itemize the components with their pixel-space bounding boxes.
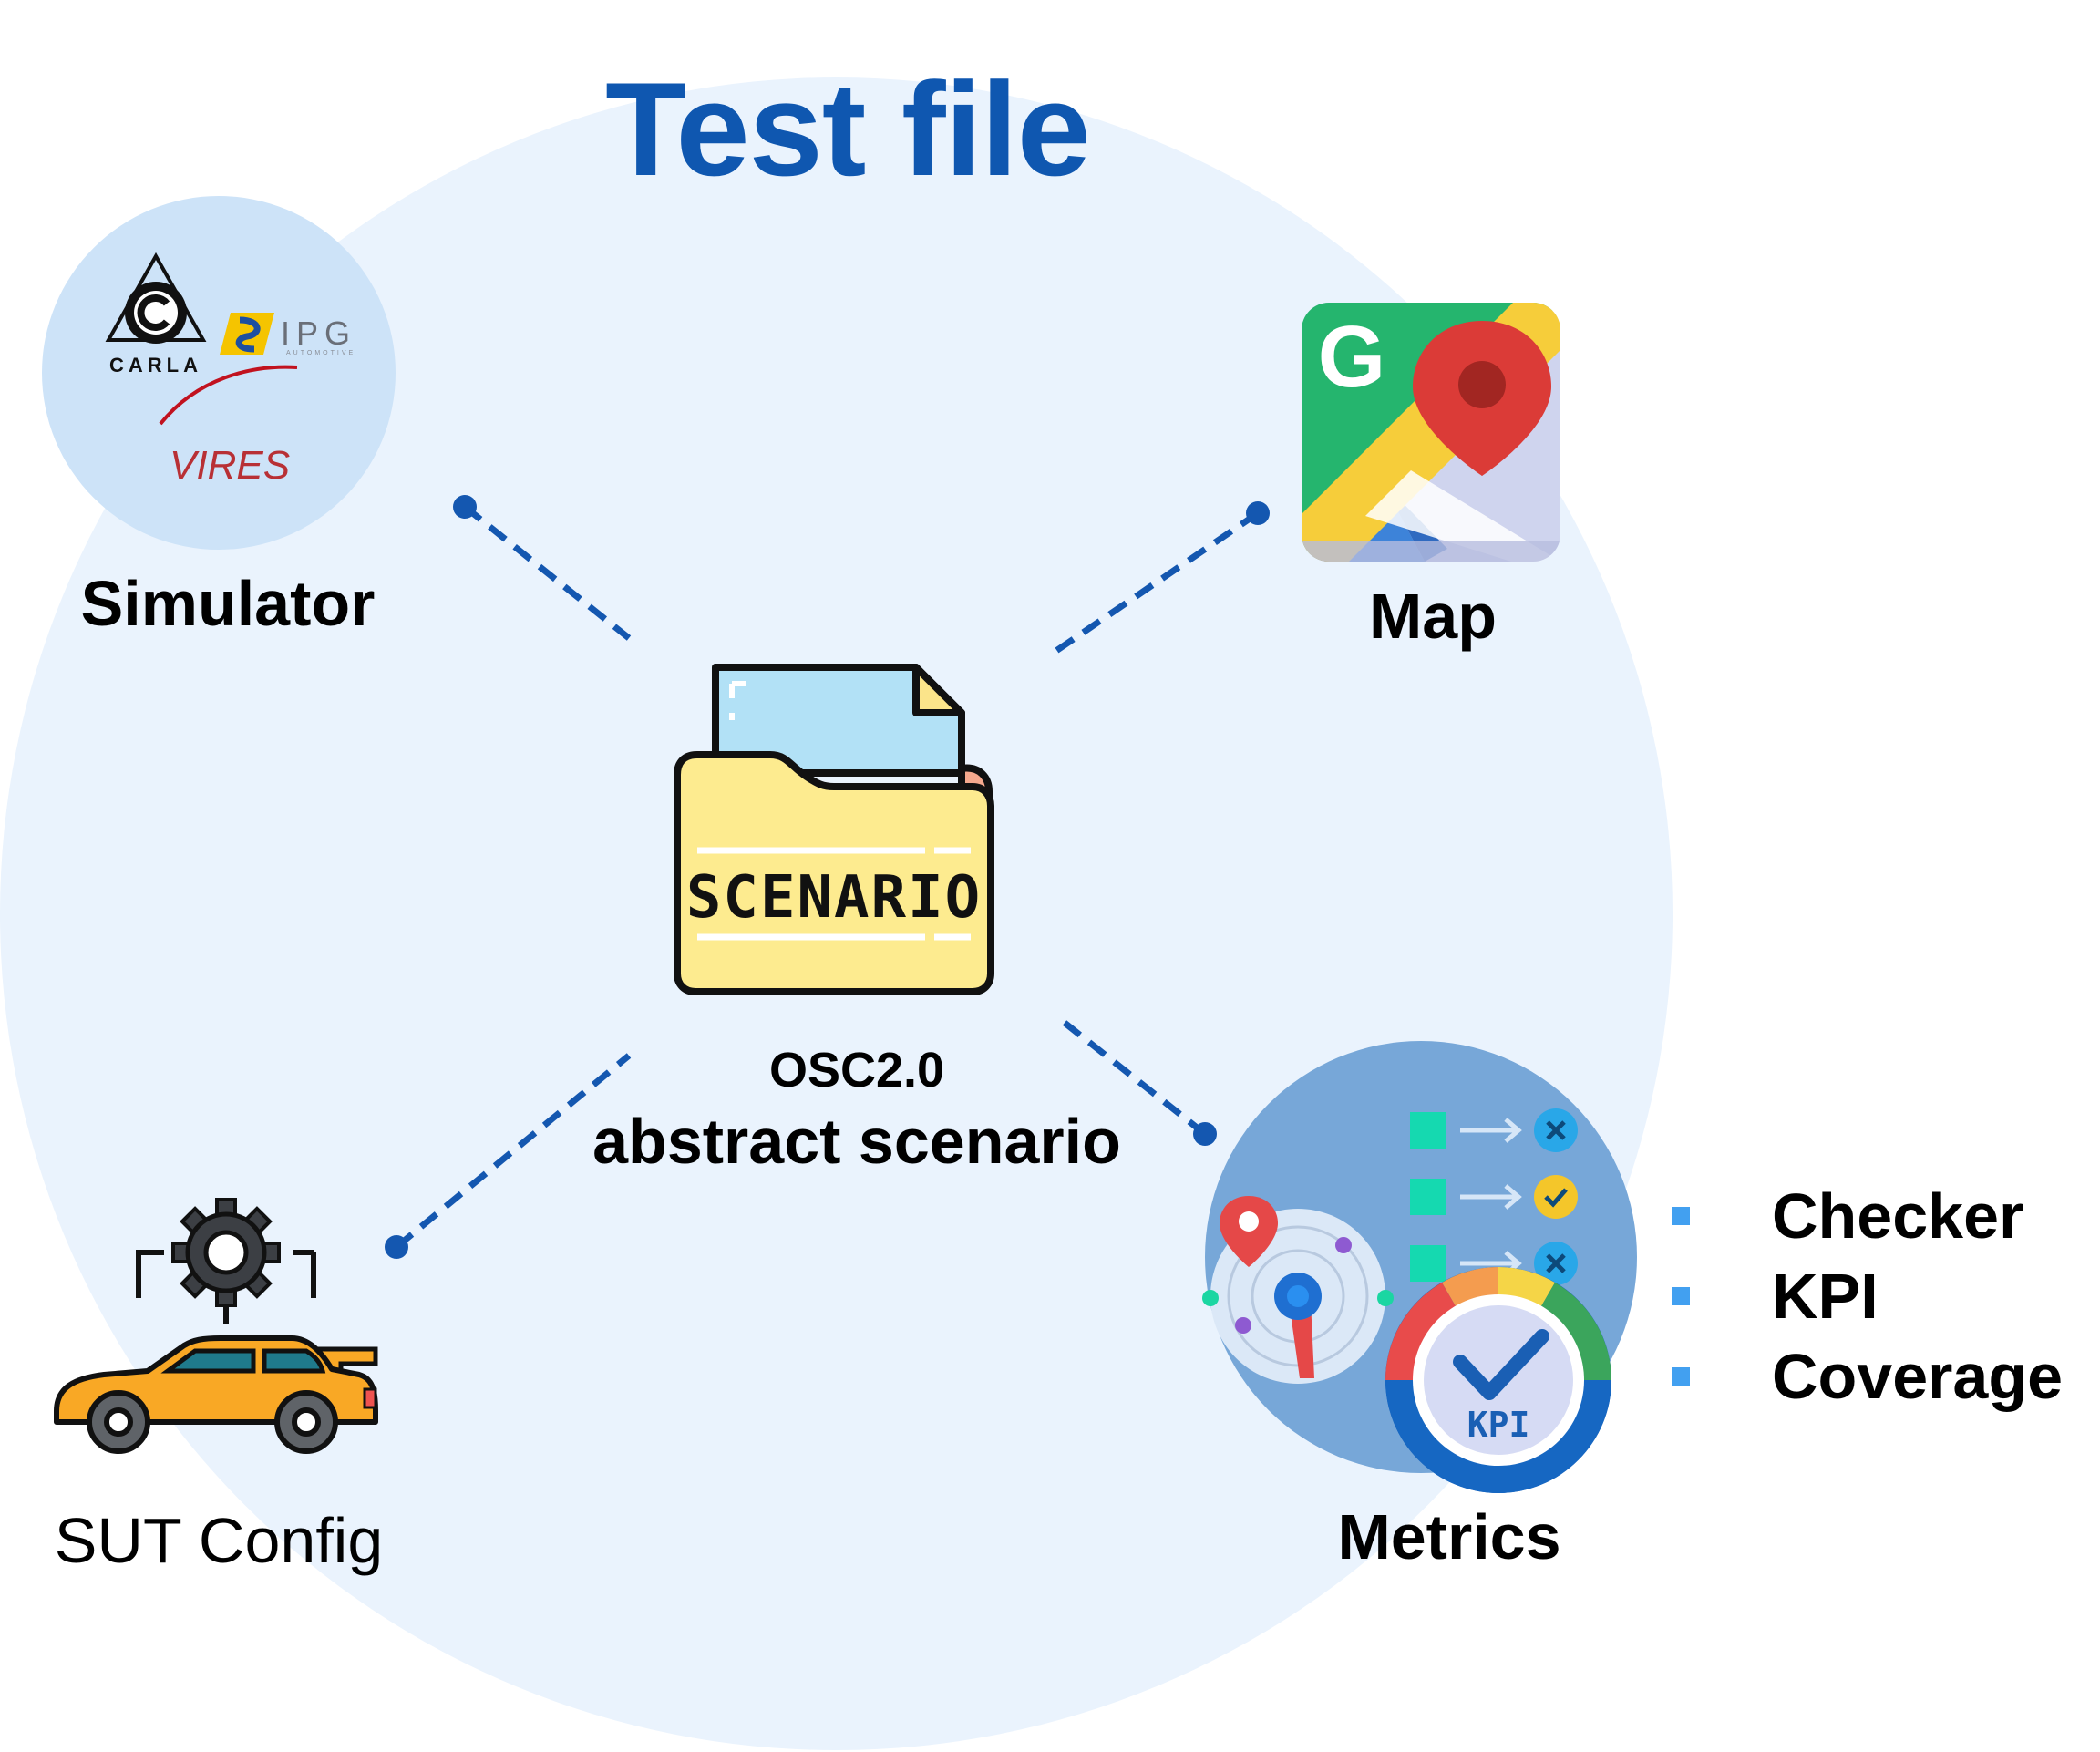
metrics-label: Metrics — [1337, 1501, 1561, 1572]
folder-scenario-text: SCENARIO — [686, 864, 982, 932]
list-item: Checker — [1672, 1176, 2063, 1256]
metrics-list: Checker KPI Coverage — [1672, 1176, 2063, 1417]
radar-icon — [1202, 1196, 1394, 1384]
kpi-gauge-icon: KPI — [1385, 1267, 1611, 1493]
ipg-subtext: AUTOMOTIVE — [286, 350, 355, 356]
osc-version-label: OSC2.0 — [768, 1043, 945, 1098]
list-item: Coverage — [1672, 1336, 2063, 1417]
map-label: Map — [1369, 581, 1497, 652]
check-icon — [1534, 1175, 1578, 1219]
list-item-label: Checker — [1772, 1180, 2024, 1252]
bullet-icon — [1672, 1207, 1690, 1225]
vires-text: VIRES — [170, 443, 290, 488]
simulator-circle — [42, 196, 396, 550]
ipg-text: IPG — [281, 314, 356, 352]
list-item-label: KPI — [1772, 1261, 1879, 1332]
sut-config-label: SUT Config — [54, 1505, 384, 1576]
connector-dot-simulator — [453, 495, 477, 519]
bullet-icon — [1672, 1287, 1690, 1305]
bullet-icon — [1672, 1367, 1690, 1386]
page-title: Test file — [605, 55, 1091, 203]
list-item: KPI — [1672, 1256, 2063, 1336]
scenario-folder-icon: SCENARIO — [674, 664, 994, 995]
abstract-scenario-label: abstract scenario — [592, 1106, 1121, 1177]
metrics-icons: KPI — [1202, 1108, 1611, 1493]
connector-sut — [394, 1053, 632, 1250]
connector-simulator — [462, 504, 632, 641]
kpi-gauge-text: KPI — [1467, 1405, 1530, 1445]
list-item-label: Coverage — [1772, 1341, 2064, 1412]
ipg-logo — [220, 313, 274, 355]
connector-dot-map — [1246, 501, 1270, 525]
simulator-label: Simulator — [80, 568, 376, 639]
map-google-letter: G — [1318, 308, 1386, 406]
simulator-logos: CARLA IPG AUTOMOTIVE VIRES — [105, 252, 356, 488]
connector-dot-sut — [385, 1235, 408, 1259]
gear-icon — [171, 1198, 281, 1307]
sut-car-icon — [54, 1198, 378, 1454]
carla-text: CARLA — [109, 354, 202, 376]
connector-map — [1046, 510, 1260, 659]
vires-swoosh — [159, 365, 298, 426]
connector-dot-metrics — [1193, 1122, 1217, 1146]
map-icon: G — [1302, 303, 1560, 562]
carla-logo — [105, 252, 207, 344]
checker-rows — [1410, 1108, 1578, 1285]
